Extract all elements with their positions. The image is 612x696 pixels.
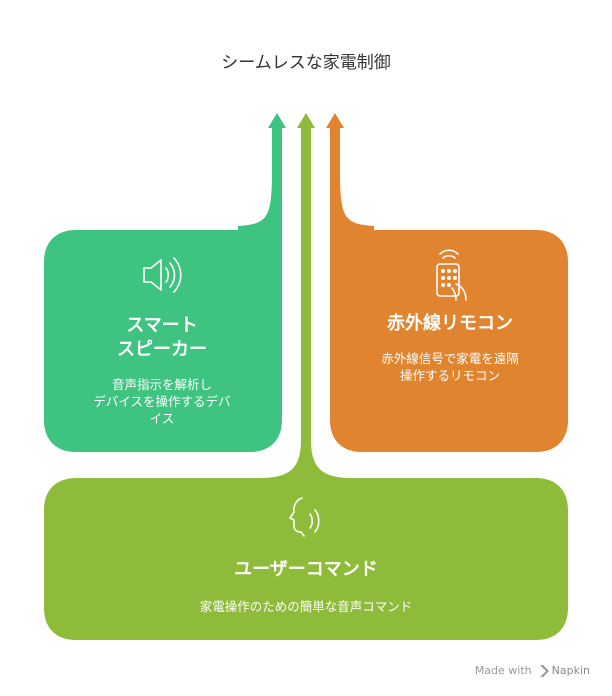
ir-remote-desc-line1: 赤外線信号で家電を遠隔 xyxy=(381,351,519,366)
user-command-title-wrap: ユーザーコマンド xyxy=(44,558,568,582)
smart-speaker-title-line1: スマート xyxy=(126,315,198,336)
ir-remote-box xyxy=(330,170,568,452)
made-with-text: Made with xyxy=(474,664,532,677)
page-title: シームレスな家電制御 xyxy=(221,53,391,73)
smart-speaker-description: 音声指示を解析し デバイスを操作するデバ イス xyxy=(64,376,260,427)
smart-speaker-desc-line3: イス xyxy=(149,411,175,426)
ir-remote-description: 赤外線信号で家電を遠隔 操作するリモコン xyxy=(352,350,548,384)
napkin-brand: Napkin xyxy=(551,664,590,677)
smart-speaker-title: スマート スピーカー xyxy=(44,314,280,362)
napkin-logo-icon xyxy=(540,665,549,677)
smart-speaker-desc-line1: 音声指示を解析し xyxy=(111,377,212,392)
user-command-description: 家電操作のための簡単な音声コマンド xyxy=(44,598,568,615)
smart-speaker-desc-line2: デバイスを操作するデバ xyxy=(93,394,231,409)
speaking-head-icon xyxy=(289,497,320,537)
ir-remote-title-wrap: 赤外線リモコン xyxy=(332,312,568,336)
remote-control-icon xyxy=(436,249,467,301)
speaker-icon xyxy=(143,257,182,293)
ir-remote-desc-line2: 操作するリモコン xyxy=(399,368,500,383)
user-command-box xyxy=(44,380,568,640)
made-with-footer: Made with Napkin xyxy=(475,664,590,677)
smart-speaker-box xyxy=(44,170,282,452)
user-command-title: ユーザーコマンド xyxy=(234,559,378,580)
user-command-desc: 家電操作のための簡単な音声コマンド xyxy=(199,599,413,614)
smart-speaker-title-line2: スピーカー xyxy=(117,339,207,360)
ir-remote-title: 赤外線リモコン xyxy=(387,313,513,334)
